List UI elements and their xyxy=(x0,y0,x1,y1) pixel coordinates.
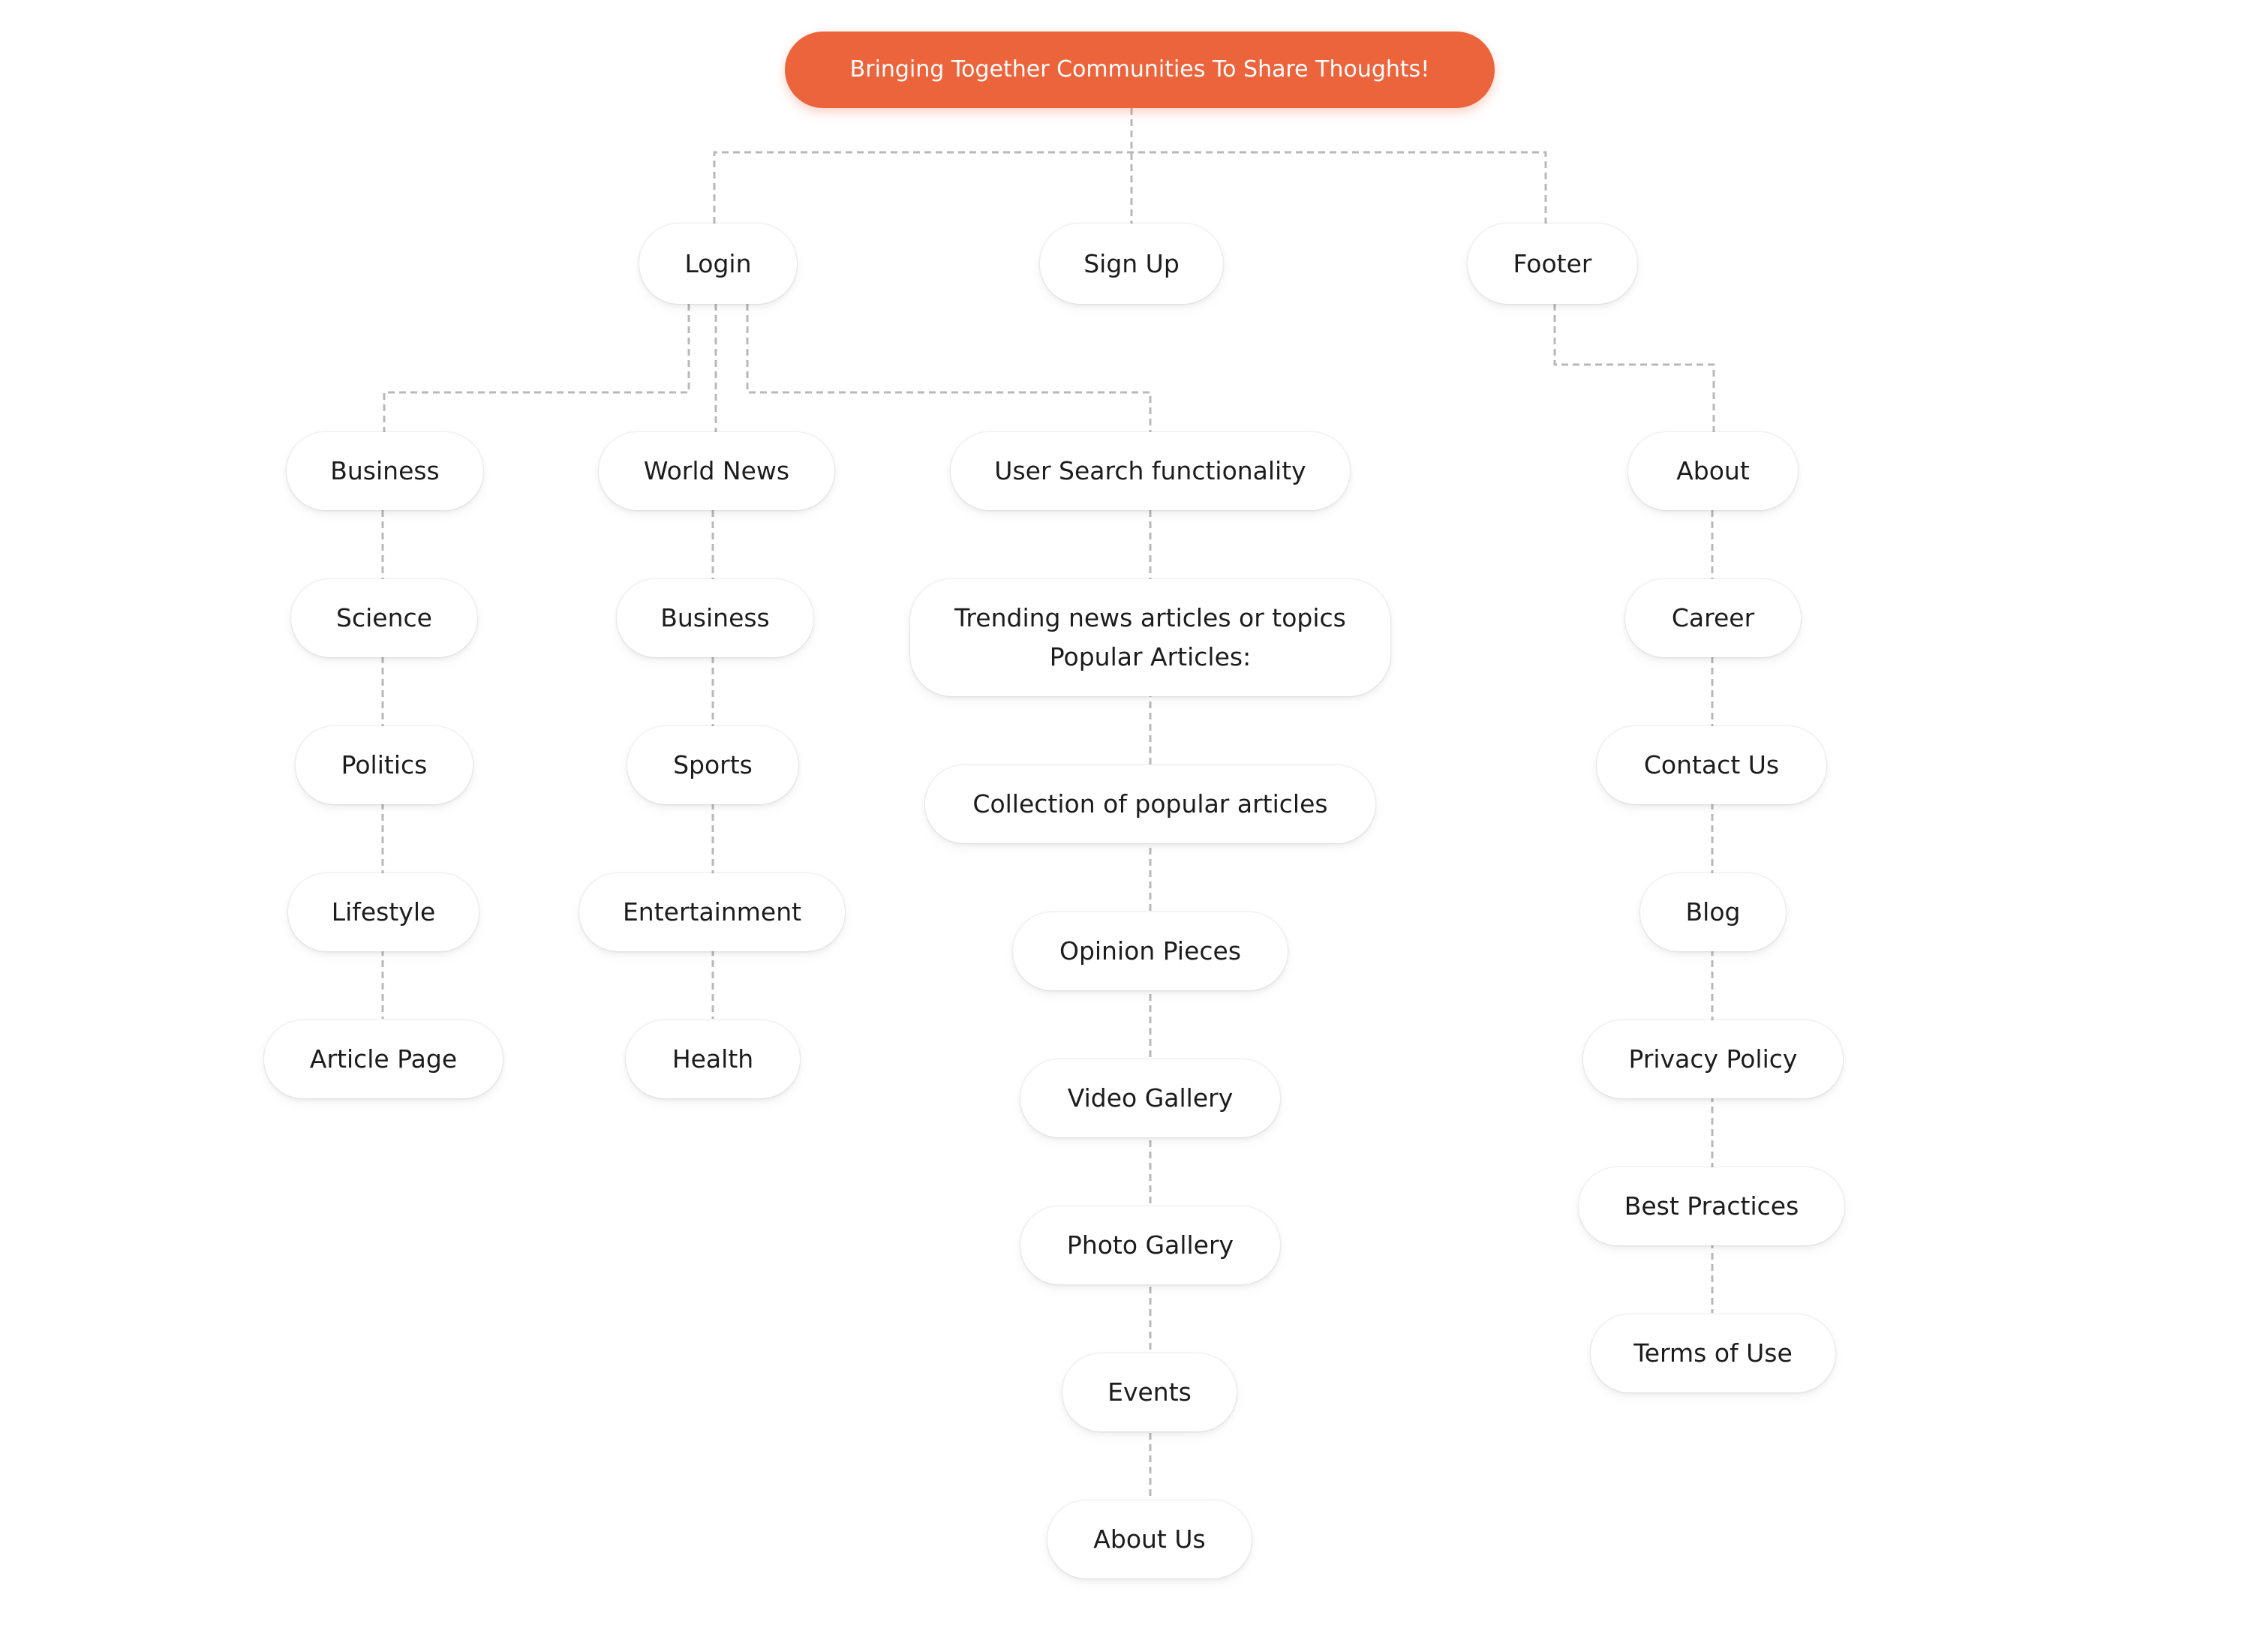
politics-node[interactable]: Politics xyxy=(296,726,473,804)
contact-us-node[interactable]: Contact Us xyxy=(1597,726,1826,804)
sports-node[interactable]: Sports xyxy=(627,726,798,804)
privacy-policy-node[interactable]: Privacy Policy xyxy=(1583,1020,1843,1098)
opinion-pieces-node[interactable]: Opinion Pieces xyxy=(1013,912,1288,990)
connector-footer-about xyxy=(1553,304,1715,432)
connector-root-bus xyxy=(713,151,1547,224)
about-us-node[interactable]: About Us xyxy=(1047,1500,1252,1578)
user-search-node[interactable]: User Search functionality xyxy=(951,432,1350,510)
terms-of-use-node[interactable]: Terms of Use xyxy=(1591,1314,1835,1392)
science-node[interactable]: Science xyxy=(291,579,477,657)
world-news-node[interactable]: World News xyxy=(599,432,834,510)
footer-node[interactable]: Footer xyxy=(1468,224,1637,304)
trending-node[interactable]: Trending news articles or topics Popular… xyxy=(910,579,1390,696)
events-node[interactable]: Events xyxy=(1062,1353,1237,1431)
root-node[interactable]: Bringing Together Communities To Share T… xyxy=(785,32,1495,108)
trending-line-1: Trending news articles or topics xyxy=(954,603,1346,632)
popular-articles-node[interactable]: Collection of popular articles xyxy=(925,765,1375,843)
login-node[interactable]: Login xyxy=(639,224,797,304)
business-node[interactable]: Business xyxy=(287,432,483,510)
wn-business-node[interactable]: Business xyxy=(617,579,813,657)
lifestyle-node[interactable]: Lifestyle xyxy=(288,873,479,951)
trending-line-2: Popular Articles: xyxy=(1049,642,1252,671)
career-node[interactable]: Career xyxy=(1625,579,1801,657)
photo-gallery-node[interactable]: Photo Gallery xyxy=(1020,1206,1280,1284)
connector-login-usersearch xyxy=(746,304,1152,432)
about-node[interactable]: About xyxy=(1628,432,1798,510)
video-gallery-node[interactable]: Video Gallery xyxy=(1020,1059,1280,1137)
connector-login-business xyxy=(383,304,690,432)
health-node[interactable]: Health xyxy=(626,1020,800,1098)
best-practices-node[interactable]: Best Practices xyxy=(1579,1167,1844,1245)
entertainment-node[interactable]: Entertainment xyxy=(579,873,845,951)
signup-node[interactable]: Sign Up xyxy=(1040,224,1223,304)
article-page-node[interactable]: Article Page xyxy=(264,1020,503,1098)
blog-node[interactable]: Blog xyxy=(1640,873,1786,951)
